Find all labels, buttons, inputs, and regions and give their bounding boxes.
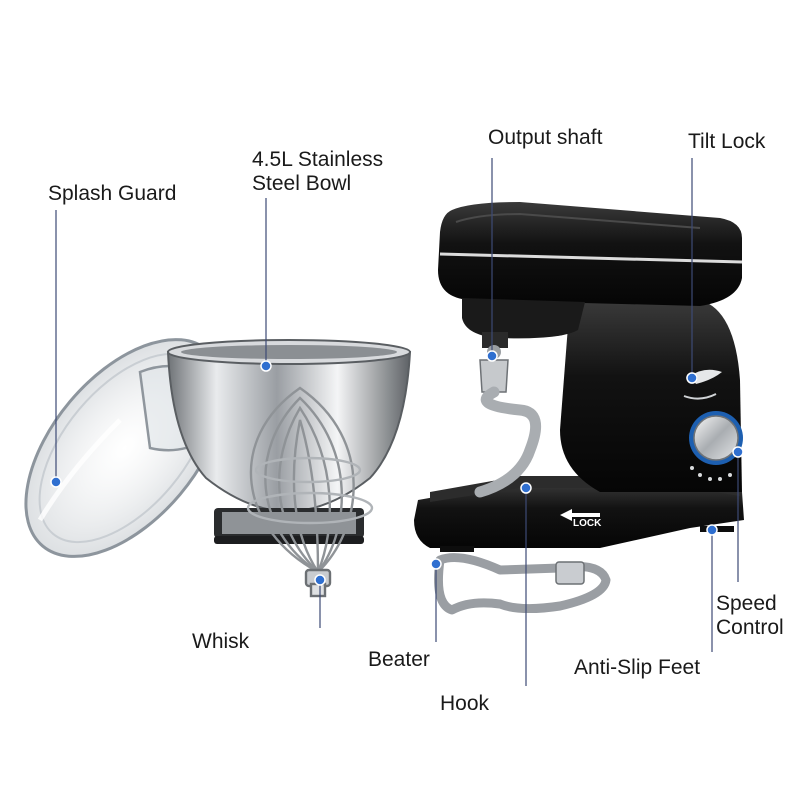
whisk-shape (246, 386, 374, 598)
label-hook: Hook (440, 692, 489, 716)
label-speed-control-line1: Speed (716, 592, 777, 615)
label-output-shaft-text: Output shaft (488, 126, 603, 149)
label-beater: Beater (368, 648, 430, 672)
label-beater-text: Beater (368, 648, 430, 671)
label-splash-guard: Splash Guard (48, 182, 176, 206)
label-tilt-lock-text: Tilt Lock (688, 130, 766, 153)
leader-dots (50, 350, 744, 586)
label-steel-bowl-line2: Steel Bowl (252, 172, 352, 195)
beater-shape (434, 553, 611, 615)
label-output-shaft: Output shaft (488, 126, 602, 150)
label-whisk-text: Whisk (192, 630, 250, 653)
label-whisk: Whisk (192, 630, 249, 654)
base-lock-mark: LOCK (573, 518, 602, 529)
label-anti-slip-feet: Anti-Slip Feet (574, 656, 700, 680)
label-steel-bowl: 4.5L Stainless Steel Bowl (252, 148, 383, 196)
stand-mixer-body (414, 202, 744, 552)
label-speed-control-line2: Control (716, 616, 784, 639)
steel-bowl-shape (166, 339, 412, 544)
label-speed-control: Speed Control (716, 592, 784, 640)
label-hook-text: Hook (440, 692, 490, 715)
label-anti-slip-feet-text: Anti-Slip Feet (574, 656, 701, 679)
label-tilt-lock: Tilt Lock (688, 130, 765, 154)
label-splash-guard-text: Splash Guard (48, 182, 177, 205)
leader-lines (55, 158, 739, 686)
label-steel-bowl-line1: 4.5L Stainless (252, 148, 384, 171)
